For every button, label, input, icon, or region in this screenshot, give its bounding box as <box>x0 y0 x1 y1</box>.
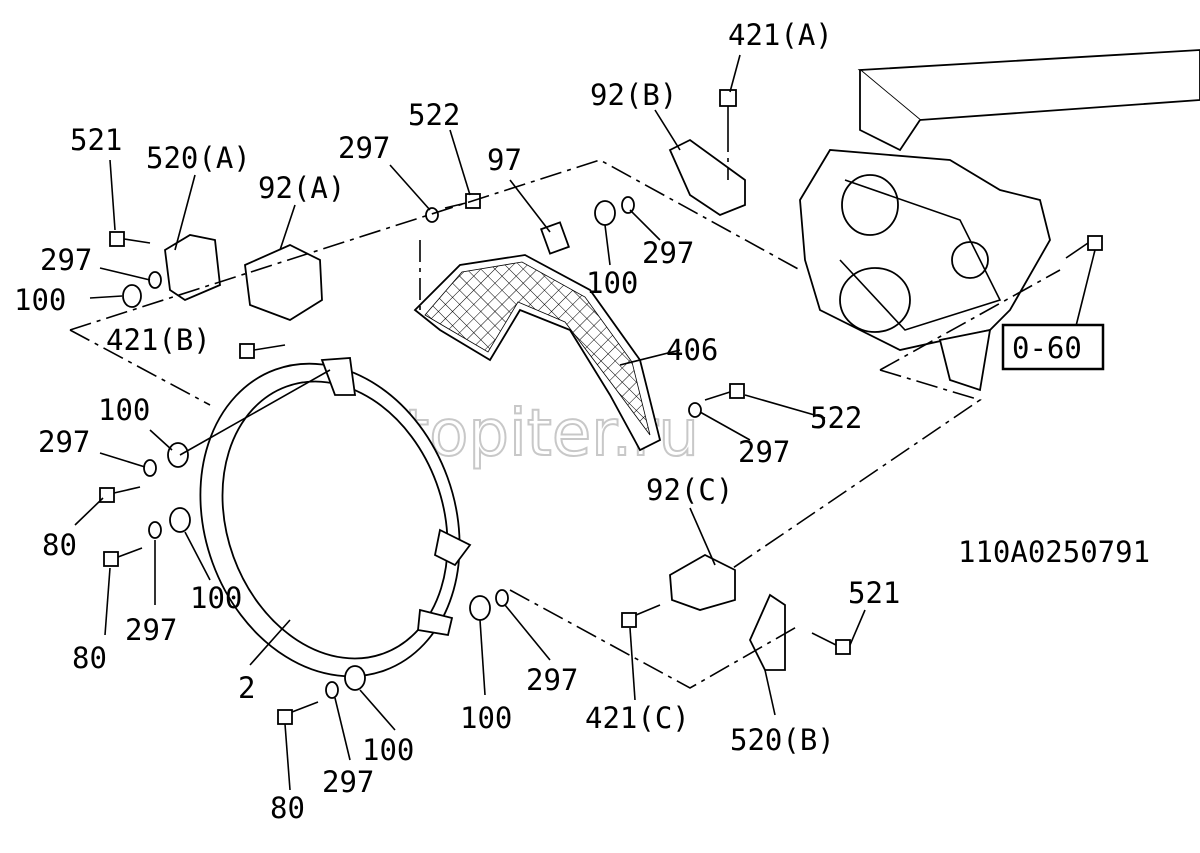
callout-522: 522 <box>408 98 460 132</box>
assembly-lines <box>69 130 1061 689</box>
callout-521: 521 <box>70 123 122 157</box>
fasteners <box>99 89 1103 725</box>
callout-92B: 92(B) <box>590 78 677 112</box>
callout-100: 100 <box>14 283 66 317</box>
callout-80: 80 <box>270 791 305 825</box>
callout-297: 297 <box>526 663 578 697</box>
callout-297: 297 <box>338 131 390 165</box>
callout-297: 297 <box>642 236 694 270</box>
callout-100: 100 <box>586 266 638 300</box>
callout-521: 521 <box>848 576 900 610</box>
callout-421B: 421(B) <box>106 323 211 357</box>
callout-522: 522 <box>810 401 862 435</box>
callout-80: 80 <box>72 641 107 675</box>
cross-reference-label[interactable]: 0-60 <box>1012 331 1082 365</box>
engine-block <box>799 49 1200 392</box>
callout-297: 297 <box>738 435 790 469</box>
reference-code: 110A0250791 <box>958 535 1150 569</box>
callout-297: 297 <box>125 613 177 647</box>
callout-100: 100 <box>98 393 150 427</box>
fan-shroud <box>199 357 472 678</box>
callout-100: 100 <box>362 733 414 767</box>
callout-92A: 92(A) <box>258 171 345 205</box>
callout-297: 297 <box>40 243 92 277</box>
leader-lines <box>74 54 1096 791</box>
callout-297: 297 <box>322 765 374 799</box>
callout-100: 100 <box>460 701 512 735</box>
callout-2: 2 <box>238 671 255 705</box>
callout-97: 97 <box>487 143 522 177</box>
callout-92C: 92(C) <box>646 473 733 507</box>
callout-421A: 421(A) <box>728 18 833 52</box>
callout-100: 100 <box>190 581 242 615</box>
callout-297: 297 <box>38 425 90 459</box>
callout-labels: 421(A) 92(B) 522 297 97 521 520(A) 92(A)… <box>14 18 1150 825</box>
callout-80: 80 <box>42 528 77 562</box>
callout-520B: 520(B) <box>730 723 835 757</box>
callout-406: 406 <box>666 333 718 367</box>
callout-421C: 421(C) <box>585 701 690 735</box>
callout-520A: 520(A) <box>146 141 251 175</box>
fan-guard <box>413 254 662 452</box>
cross-reference-box[interactable] <box>1001 323 1105 371</box>
brackets <box>164 138 786 671</box>
